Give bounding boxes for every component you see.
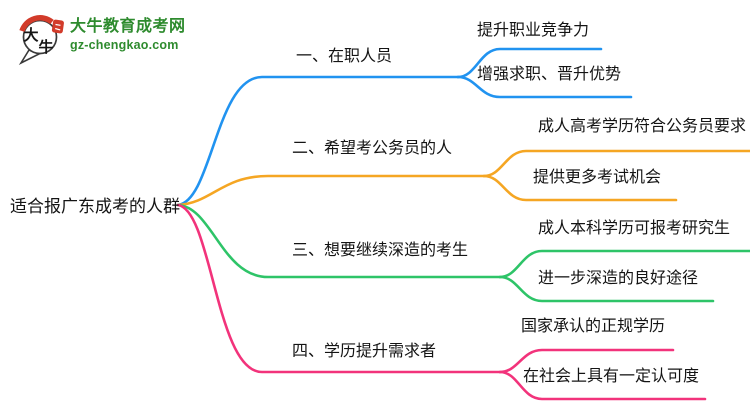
branch-1-main-line xyxy=(176,75,460,207)
brand-domain: gz-chengkao.com xyxy=(70,38,179,52)
site-logo: 大 牛 大牛教育成考网 gz-chengkao.com xyxy=(17,12,186,66)
branch-1-child-1-label: 提升职业竞争力 xyxy=(477,22,590,39)
branch-3-main-line xyxy=(176,203,502,279)
branch-1-child-2-line xyxy=(456,75,633,99)
branch-3-label: 三、想要继续深造的考生 xyxy=(292,242,469,259)
branch-2-label: 二、希望考公务员的人 xyxy=(292,140,453,157)
branch-1-label: 一、在职人员 xyxy=(296,48,393,65)
branch-2-child-2-label: 提供更多考试机会 xyxy=(533,169,662,186)
branch-2-main-line xyxy=(176,174,486,207)
branch-2-child-1-line xyxy=(482,149,750,178)
branch-3-child-1-line xyxy=(498,249,750,279)
branch-3-child-1-label: 成人本科学历可报考研究生 xyxy=(538,220,731,237)
daniu-bubble-icon: 大 牛 xyxy=(18,15,64,65)
branch-4-child-1-label: 国家承认的正规学历 xyxy=(521,318,666,335)
logo-text-block: 大牛教育成考网 gz-chengkao.com xyxy=(70,19,186,52)
icon-char-niu: 牛 xyxy=(38,38,53,56)
branch-2-child-1-label: 成人高考学历符合公务员要求 xyxy=(538,118,747,135)
icon-char-da: 大 xyxy=(23,26,38,44)
bubble-circle xyxy=(22,19,58,55)
branch-4-child-1-line xyxy=(498,348,675,374)
red-arc xyxy=(19,15,54,33)
red-seal xyxy=(51,19,64,34)
seal-marks xyxy=(55,23,61,31)
root-node: 适合报广东成考的人群 xyxy=(10,197,180,216)
branch-1-child-1-line xyxy=(456,47,603,79)
branch-4-main-line xyxy=(176,203,502,374)
brand-name: 大牛教育成考网 xyxy=(70,18,186,35)
branch-4-child-2-label: 在社会上具有一定认可度 xyxy=(523,368,700,385)
branch-2-child-2-line xyxy=(482,174,678,202)
branch-3-child-2-line xyxy=(498,275,715,303)
branch-1-child-2-label: 增强求职、晋升优势 xyxy=(477,66,622,83)
branch-4-label: 四、学历提升需求者 xyxy=(292,343,437,360)
branch-3-child-2-label: 进一步深造的良好途径 xyxy=(538,270,699,287)
branch-4-child-2-line xyxy=(498,370,707,401)
